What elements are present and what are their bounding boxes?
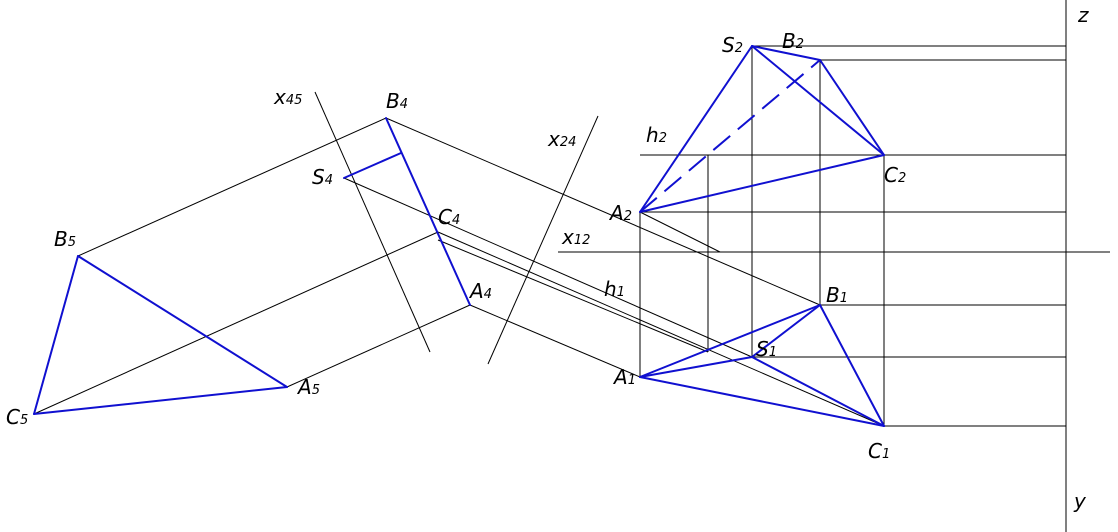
label-a4: A4 xyxy=(468,279,492,303)
construction-lines xyxy=(33,0,1110,532)
label-h1: h1 xyxy=(604,277,625,301)
label-x45: x45 xyxy=(273,85,302,109)
label-s4: S4 xyxy=(312,165,333,189)
label-a5: A5 xyxy=(296,375,320,399)
link-line-b5 xyxy=(77,117,387,257)
label-h2: h2 xyxy=(646,123,667,147)
front-view xyxy=(639,45,885,213)
x45-axis-line xyxy=(314,91,431,353)
view-4 xyxy=(343,117,471,306)
label-c5: C5 xyxy=(6,405,28,429)
link-line-c4 xyxy=(437,231,885,427)
link-line-s4 xyxy=(343,177,753,358)
edge-a1-c1 xyxy=(639,376,885,427)
link-line xyxy=(639,211,721,253)
label-y: y xyxy=(1073,489,1087,513)
edge-s1-c1 xyxy=(751,356,885,427)
edge-s2-c2 xyxy=(751,45,885,156)
label-s1: S1 xyxy=(756,337,777,361)
edge-a1-s1 xyxy=(639,356,753,378)
label-s2: S2 xyxy=(722,33,743,57)
edge-c5-a5 xyxy=(33,386,288,415)
edge-b5-a5 xyxy=(77,255,288,388)
label-b1: B1 xyxy=(826,283,848,307)
edge-s4 xyxy=(343,152,402,179)
link-line-a5 xyxy=(286,304,471,388)
link-line-h4 xyxy=(437,239,709,353)
edge-b5-c5 xyxy=(33,255,79,415)
edge-s2-b2 xyxy=(751,45,821,61)
label-x24: x24 xyxy=(547,127,576,151)
edge-b1-c1 xyxy=(819,304,885,427)
label-z: z xyxy=(1077,3,1089,27)
view-5 xyxy=(33,255,288,415)
top-view xyxy=(639,304,885,427)
link-line-b4 xyxy=(385,117,821,306)
labels: z y x45 x24 x12 h2 h1 S2 B2 C2 A2 B1 S1 … xyxy=(6,3,1089,513)
label-c2: C2 xyxy=(884,163,906,187)
link-line-c5 xyxy=(33,231,439,415)
edge-s1-b1 xyxy=(751,304,821,358)
label-b5: B5 xyxy=(54,227,76,251)
link-line-a4 xyxy=(469,304,641,378)
label-c1: C1 xyxy=(868,439,890,463)
edge-s2-a2 xyxy=(639,45,753,213)
label-x12: x12 xyxy=(561,225,590,249)
hidden-edge-a2-b2 xyxy=(639,59,821,213)
edge-b4-a4 xyxy=(385,117,471,306)
x24-axis-line xyxy=(487,115,599,365)
label-b2: B2 xyxy=(782,29,804,53)
edge-a2-c2 xyxy=(639,154,885,213)
edge-b2-c2 xyxy=(819,59,885,156)
edge-a1-b1 xyxy=(639,304,821,378)
label-b4: B4 xyxy=(386,89,408,113)
label-a1: A1 xyxy=(612,365,636,389)
label-a2: A2 xyxy=(608,201,632,225)
label-c4: C4 xyxy=(438,205,460,229)
